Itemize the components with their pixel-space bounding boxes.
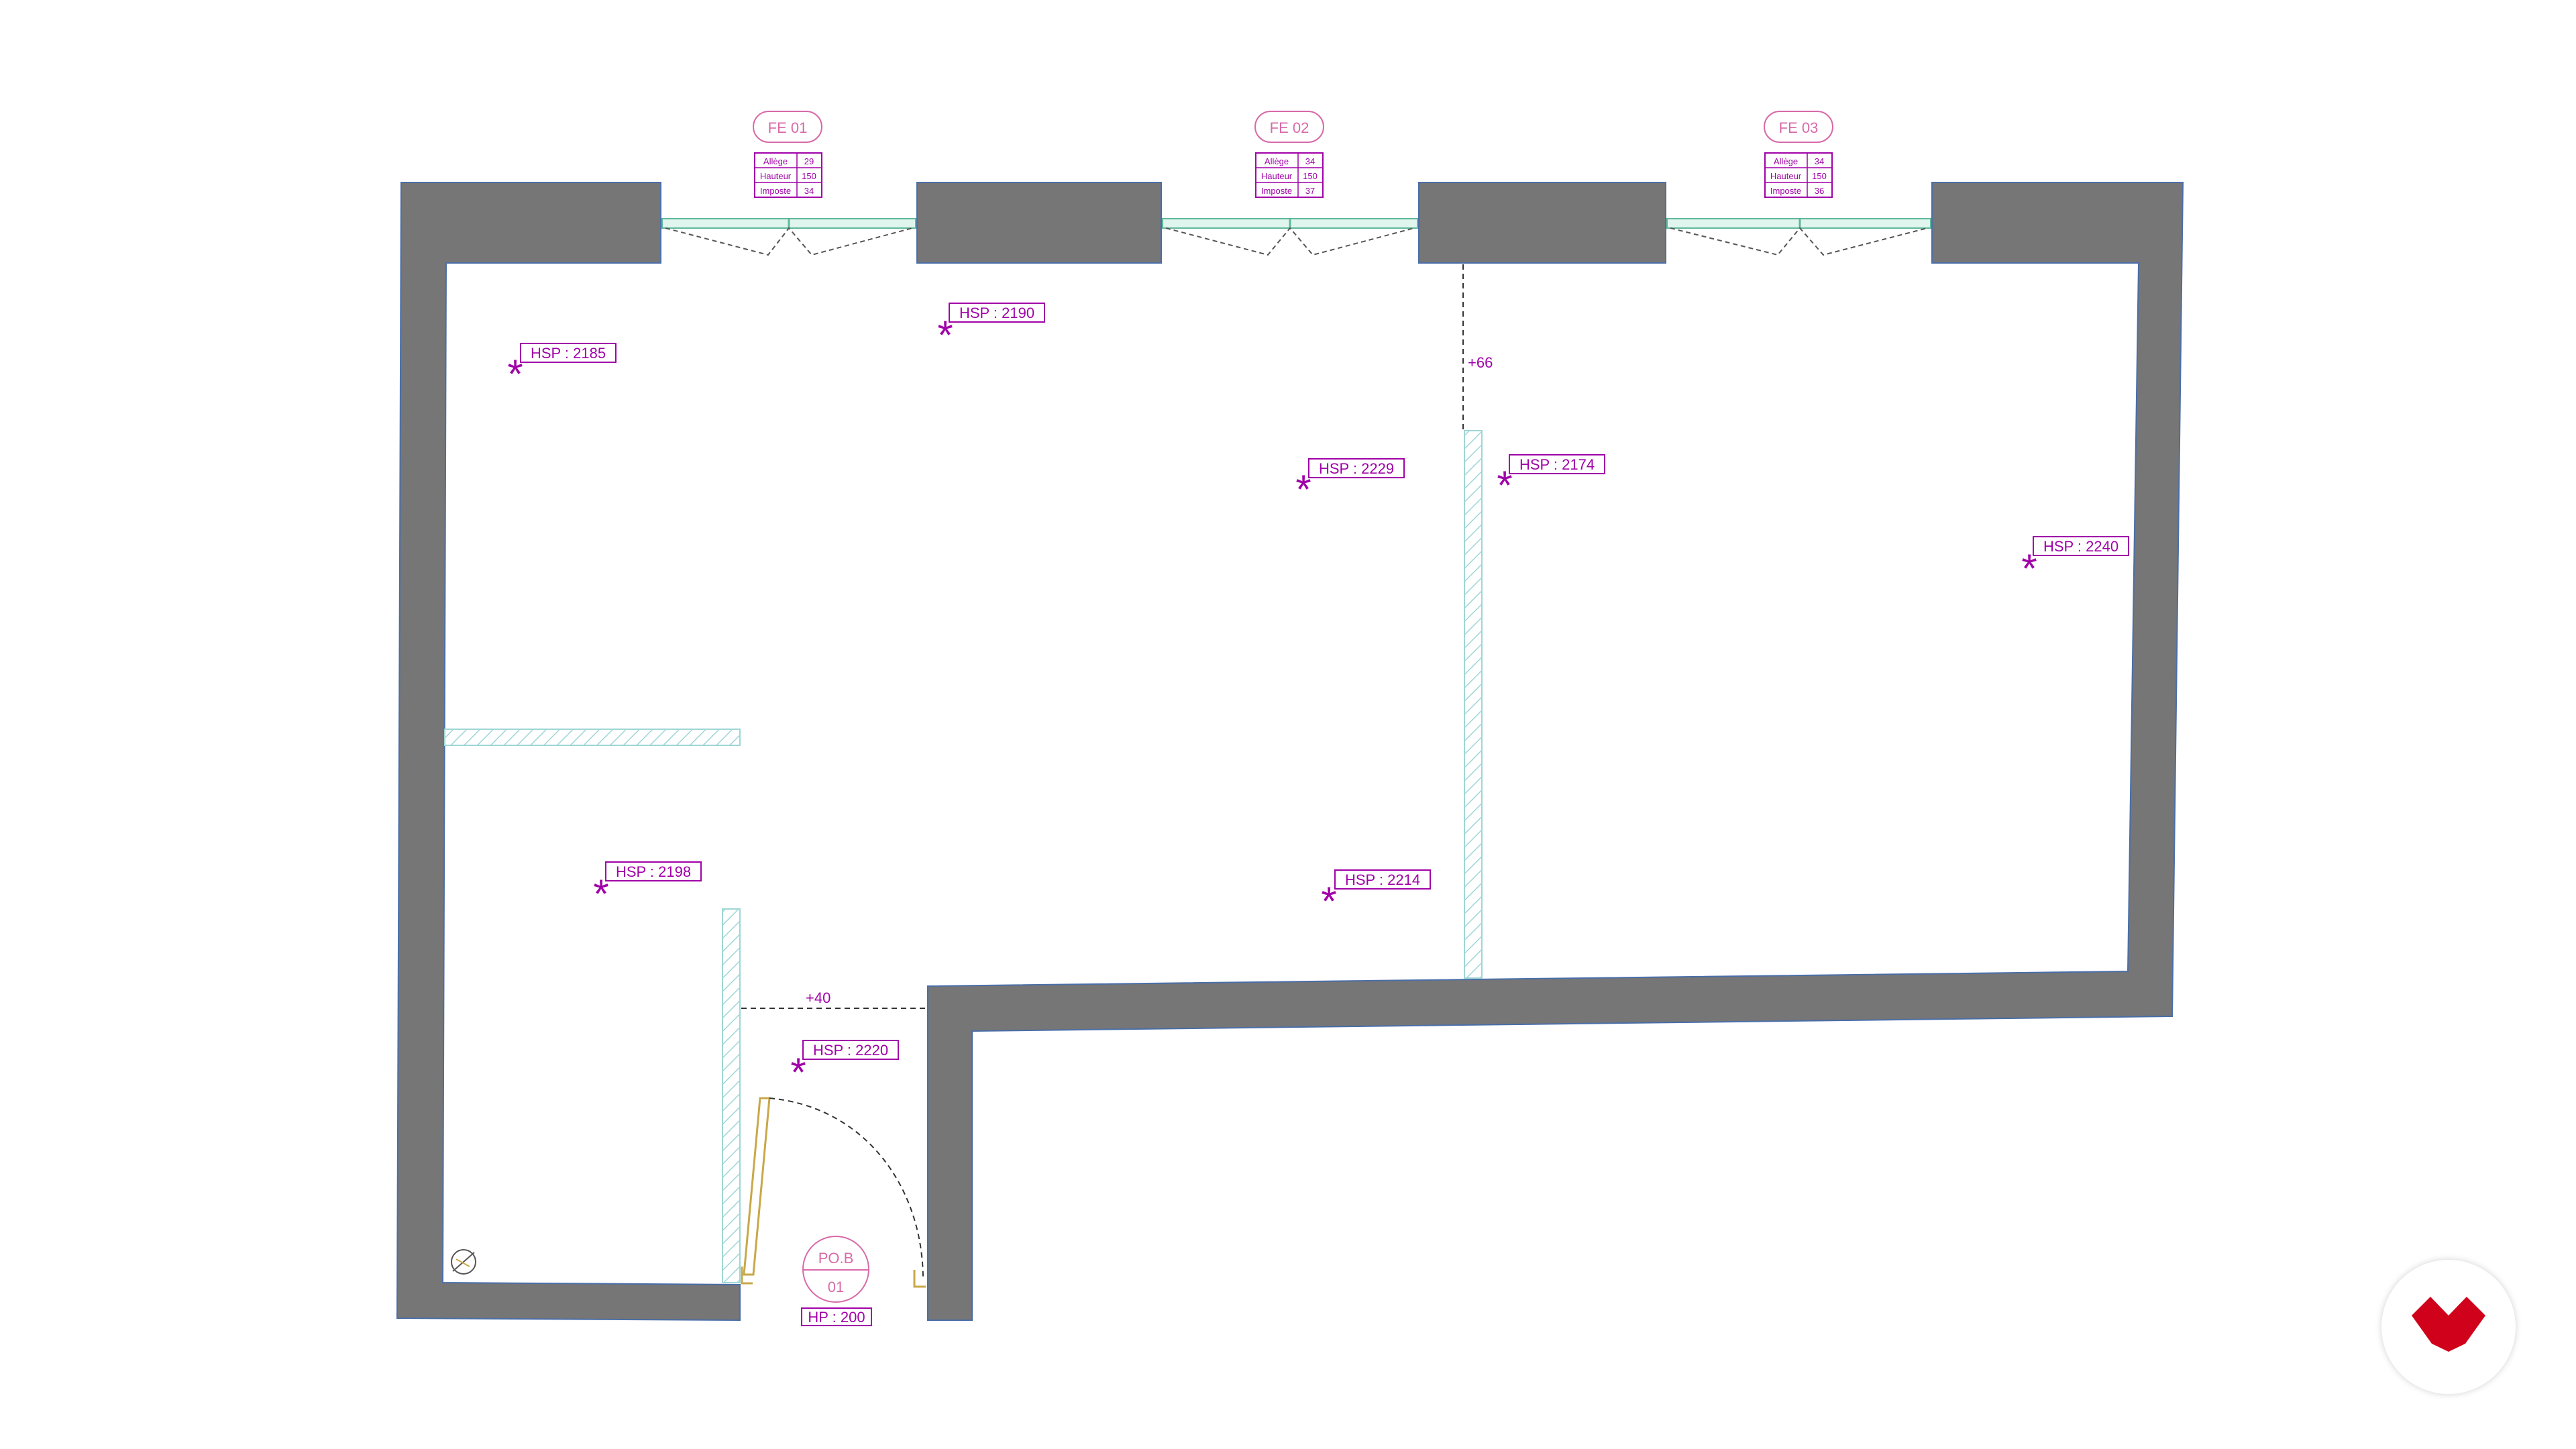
partition-vertical-right [1464,430,1483,979]
wall-pier-2 [916,182,1162,264]
window-fe02 [1162,218,1418,256]
table-cell: 29 [804,156,814,166]
asterisk-icon: * [937,313,953,358]
table-cell: 150 [1303,171,1318,181]
logo-button[interactable] [2381,1260,2516,1394]
table-cell: Imposte [760,186,791,196]
hsp-marker: HSP : 2220 * [790,1040,899,1095]
table-cell: 37 [1305,186,1315,196]
partitions [444,430,1483,1283]
hsp-marker: HSP : 2185 * [507,343,616,396]
hsp-marker: HSP : 2174 * [1497,454,1605,508]
asterisk-icon: * [1497,463,1512,508]
wall-pier-3 [1418,182,1666,264]
table-cell: 34 [804,186,814,196]
table-cell: Hauteur [760,171,792,181]
door-tag-top: PO.B [818,1250,854,1267]
dimension-label: +40 [806,989,830,1006]
table-cell: 34 [1815,156,1824,166]
window-fe03 [1666,218,1931,256]
asterisk-icon: * [1295,467,1311,512]
dimension-66: +66 [1462,264,1493,431]
window-tag-label: FE 01 [768,119,808,136]
table-cell: Hauteur [1261,171,1293,181]
table-cell: 34 [1305,156,1315,166]
window-fe01 [661,218,916,256]
dimension-label: +66 [1468,354,1493,371]
door-pob01: PO.B 01 HP : 200 [741,1097,926,1326]
partition-horizontal [444,729,741,746]
hsp-label: HSP : 2174 [1519,456,1595,473]
table-cell: Imposte [1261,186,1292,196]
wall-left [396,182,741,1322]
window-tag-fe03: FE 03 Allège 34 Hauteur 150 Imposte 36 [1764,111,1833,198]
hsp-label: HSP : 2229 [1319,460,1394,477]
hsp-label: HSP : 2198 [616,863,691,880]
table-cell: 150 [1812,171,1827,181]
dimension-40: +40 [741,989,926,1009]
partition-vertical-left [722,908,741,1283]
table-cell: Imposte [1770,186,1801,196]
table-cell: Allège [1774,156,1798,166]
hsp-marker: HSP : 2190 * [937,303,1045,358]
asterisk-icon: * [2021,546,2037,591]
window-tag-fe01: FE 01 Allège 29 Hauteur 150 Imposte 34 [753,111,822,198]
hsp-label: HSP : 2214 [1345,871,1420,888]
window-tag-label: FE 03 [1779,119,1819,136]
hsp-label: HSP : 2190 [959,305,1034,321]
hsp-label: HSP : 2240 [2043,538,2118,555]
hsp-label: HSP : 2185 [531,345,606,362]
door-height-label: HP : 200 [808,1309,865,1326]
asterisk-icon: * [1321,879,1336,924]
table-cell: 150 [802,171,816,181]
asterisk-icon: * [790,1050,806,1095]
walls [396,182,2184,1322]
wall-right [927,182,2184,1321]
window-tag-label: FE 02 [1270,119,1309,136]
hsp-marker: HSP : 2229 * [1295,458,1405,512]
hsp-marker: HSP : 2214 * [1321,869,1431,924]
table-cell: Allège [763,156,788,166]
table-cell: Allège [1265,156,1289,166]
table-cell: Hauteur [1770,171,1802,181]
hsp-marker: HSP : 2198 * [593,861,702,916]
asterisk-icon: * [507,352,523,396]
no-access-symbol-icon [451,1249,476,1275]
red-chevron-logo-icon [2412,1297,2485,1352]
table-cell: 36 [1815,186,1824,196]
window-tag-fe02: FE 02 Allège 34 Hauteur 150 Imposte 37 [1254,111,1324,198]
door-tag-bottom: 01 [828,1279,844,1295]
asterisk-icon: * [593,871,608,916]
hsp-marker: HSP : 2240 * [2021,536,2129,591]
hsp-label: HSP : 2220 [813,1042,888,1059]
